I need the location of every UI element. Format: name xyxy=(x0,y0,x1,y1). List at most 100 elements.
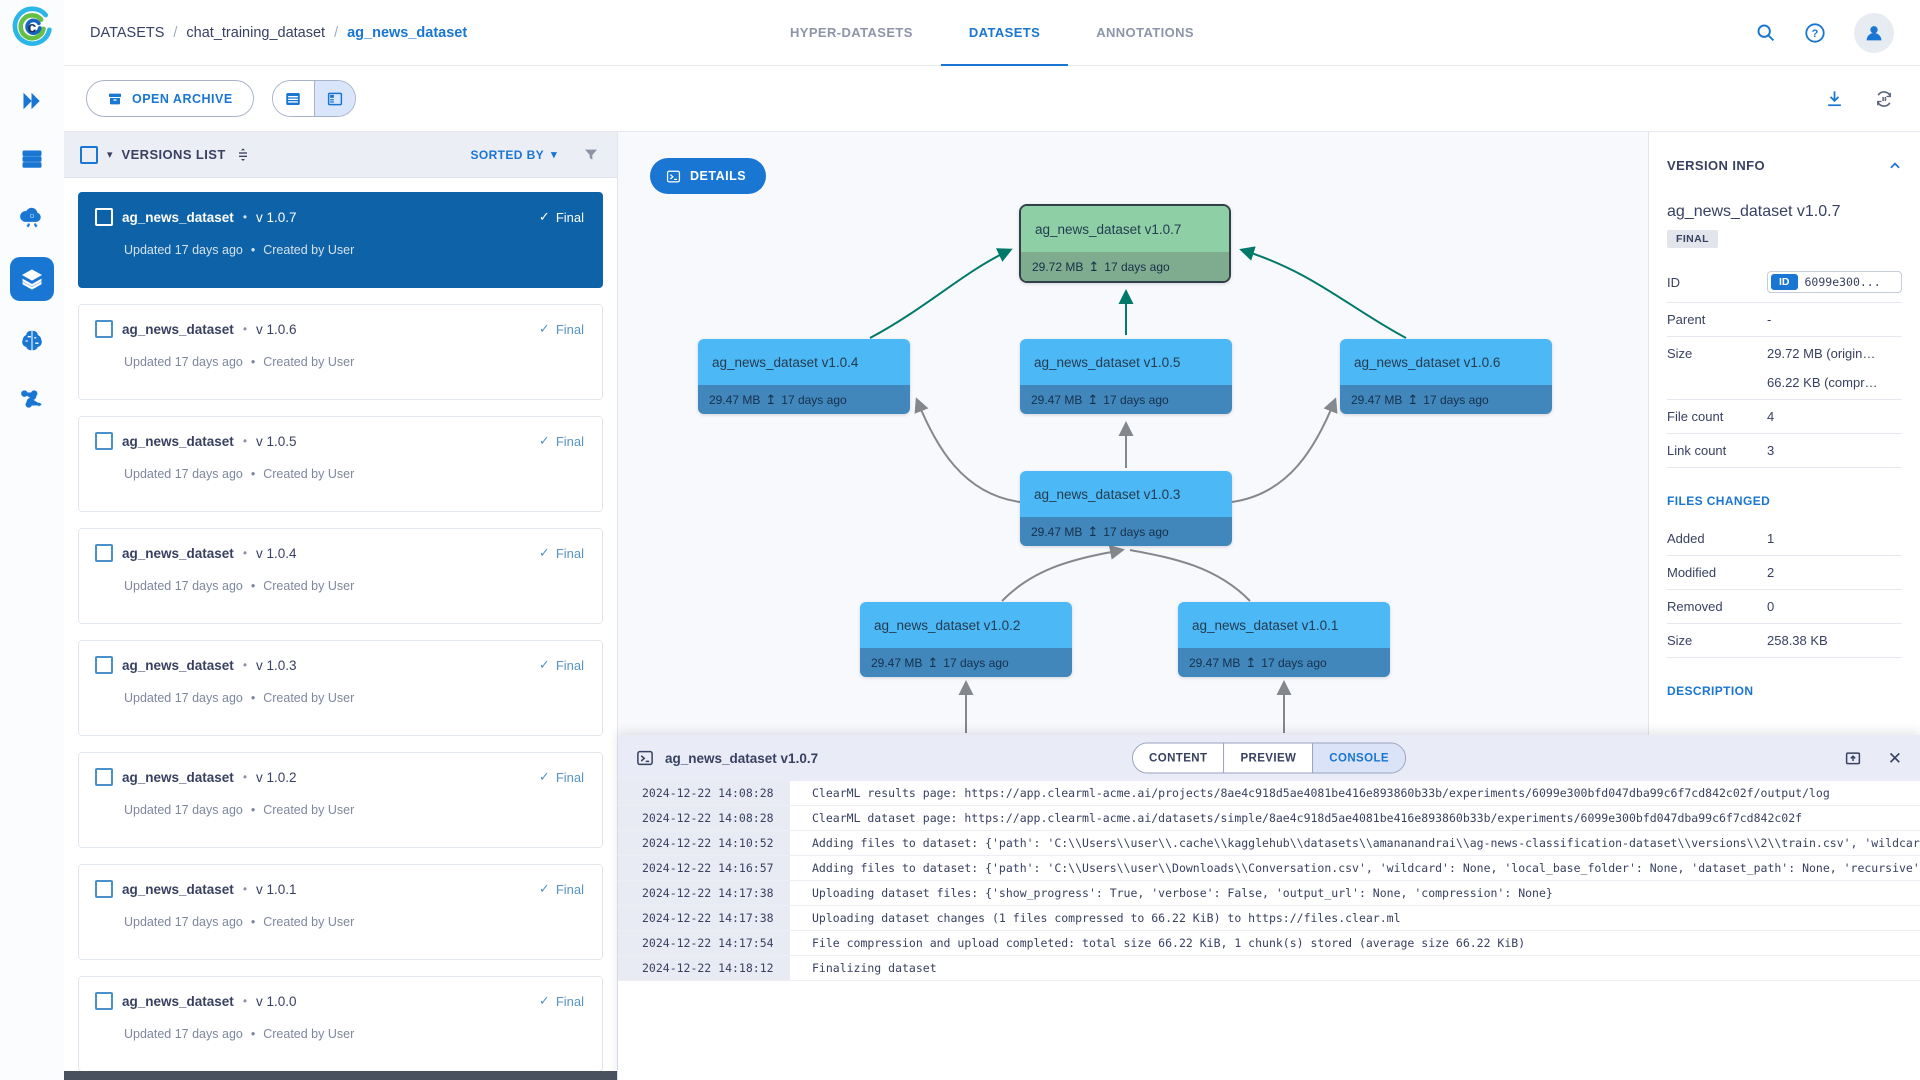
status-badge: ✓Final xyxy=(538,433,584,449)
download-icon[interactable] xyxy=(1825,89,1844,108)
tab-content[interactable]: CONTENT xyxy=(1133,743,1224,773)
models-brain-icon[interactable] xyxy=(10,323,54,359)
graph-node-v1-0-7[interactable]: ag_news_dataset v1.0.7 29.72 MB↥17 days … xyxy=(1019,204,1231,283)
workers-cloud-icon[interactable] xyxy=(10,199,54,235)
graph-node-v1-0-3[interactable]: ag_news_dataset v1.0.3 29.47 MB↥17 days … xyxy=(1020,471,1232,546)
expand-sidebar-icon[interactable] xyxy=(10,83,54,119)
version-list-item[interactable]: ag_news_dataset • v 1.0.1 ✓Final Updated… xyxy=(78,864,603,960)
upload-icon: ↥ xyxy=(765,391,777,407)
version-checkbox[interactable] xyxy=(95,880,113,898)
status-badge: ✓Final xyxy=(538,769,584,785)
graph-node-v1-0-4[interactable]: ag_news_dataset v1.0.4 29.47 MB↥17 days … xyxy=(698,339,910,414)
graph-node-v1-0-5[interactable]: ag_news_dataset v1.0.5 29.47 MB↥17 days … xyxy=(1020,339,1232,414)
breadcrumb-root[interactable]: DATASETS xyxy=(90,24,165,41)
info-row-added: Added 1 xyxy=(1667,522,1902,556)
open-archive-button[interactable]: OPEN ARCHIVE xyxy=(86,80,254,117)
versions-panel: ▾ VERSIONS LIST SORTED BY ▾ ag_news_data… xyxy=(64,132,618,1080)
version-checkbox[interactable] xyxy=(95,320,113,338)
terminal-icon xyxy=(636,749,654,767)
graph-node-v1-0-2[interactable]: ag_news_dataset v1.0.2 29.47 MB↥17 days … xyxy=(860,602,1072,677)
version-list-item[interactable]: ag_news_dataset • v 1.0.4 ✓Final Updated… xyxy=(78,528,603,624)
sorted-by-caret-icon: ▾ xyxy=(551,149,557,161)
version-checkbox[interactable] xyxy=(95,432,113,450)
filter-icon[interactable] xyxy=(583,147,599,163)
id-chip: ID xyxy=(1771,274,1798,290)
select-all-caret-icon[interactable]: ▾ xyxy=(107,149,113,161)
graph-node-v1-0-6[interactable]: ag_news_dataset v1.0.6 29.47 MB↥17 days … xyxy=(1340,339,1552,414)
projects-icon[interactable] xyxy=(10,141,54,177)
datasets-icon[interactable] xyxy=(10,257,54,301)
tab-preview[interactable]: PREVIEW xyxy=(1223,743,1313,773)
detail-view-button[interactable] xyxy=(313,81,355,116)
graph-node-v1-0-1[interactable]: ag_news_dataset v1.0.1 29.47 MB↥17 days … xyxy=(1178,602,1390,677)
close-icon[interactable]: ✕ xyxy=(1887,748,1902,768)
status-badge: ✓Final xyxy=(538,321,584,337)
breadcrumb: DATASETS / chat_training_dataset / ag_ne… xyxy=(90,24,468,41)
graph-edges xyxy=(869,246,1407,733)
version-checkbox[interactable] xyxy=(95,208,113,226)
version-list-item[interactable]: ag_news_dataset • v 1.0.0 ✓Final Updated… xyxy=(78,976,603,1071)
tab-hyper-datasets[interactable]: HYPER-DATASETS xyxy=(789,24,913,40)
sorted-by-dropdown[interactable]: SORTED BY ▾ xyxy=(470,147,557,162)
upload-icon: ↥ xyxy=(1088,258,1100,274)
versions-list-header: ▾ VERSIONS LIST SORTED BY ▾ xyxy=(64,132,617,178)
info-row-size: Size 29.72 MB (origin…66.22 KB (compr… xyxy=(1667,337,1902,400)
tab-annotations[interactable]: ANNOTATIONS xyxy=(1096,24,1195,40)
upload-icon: ↥ xyxy=(1087,523,1099,539)
version-info-title: VERSION INFO xyxy=(1667,158,1765,173)
archive-icon xyxy=(107,91,123,107)
tab-datasets[interactable]: DATASETS xyxy=(940,0,1069,66)
description-title: DESCRIPTION xyxy=(1667,684,1754,698)
terminal-icon xyxy=(666,169,681,184)
console-tabs: CONTENT PREVIEW CONSOLE xyxy=(1132,742,1406,774)
upload-icon: ↥ xyxy=(1407,391,1419,407)
svg-text:?: ? xyxy=(1812,28,1819,40)
console-panel: ag_news_dataset v1.0.7 CONTENT PREVIEW C… xyxy=(618,735,1920,1080)
version-list-item[interactable]: ag_news_dataset • v 1.0.6 ✓Final Updated… xyxy=(78,304,603,400)
svg-text:c: c xyxy=(28,20,37,37)
open-in-window-icon[interactable] xyxy=(1844,749,1862,767)
info-row-changed-size: Size 258.38 KB xyxy=(1667,624,1902,658)
clearml-logo-icon[interactable]: c xyxy=(10,5,54,49)
version-checkbox[interactable] xyxy=(95,992,113,1010)
search-icon[interactable] xyxy=(1755,22,1776,43)
version-checkbox[interactable] xyxy=(95,768,113,786)
version-checkbox[interactable] xyxy=(95,544,113,562)
info-row-parent: Parent - xyxy=(1667,303,1902,337)
auto-refresh-icon[interactable] xyxy=(1874,89,1894,109)
user-avatar[interactable] xyxy=(1854,12,1894,53)
tab-console[interactable]: CONSOLE xyxy=(1312,743,1405,773)
versions-list-title: VERSIONS LIST xyxy=(121,147,226,162)
final-badge: FINAL xyxy=(1667,230,1718,248)
version-list-item[interactable]: ag_news_dataset • v 1.0.3 ✓Final Updated… xyxy=(78,640,603,736)
version-list-item[interactable]: ag_news_dataset • v 1.0.5 ✓Final Updated… xyxy=(78,416,603,512)
version-list-item[interactable]: ag_news_dataset • v 1.0.2 ✓Final Updated… xyxy=(78,752,603,848)
sort-rows-icon[interactable] xyxy=(235,147,251,163)
status-badge: ✓Final xyxy=(538,881,584,897)
details-button[interactable]: DETAILS xyxy=(650,158,767,194)
status-badge: ✓Final xyxy=(538,209,584,225)
version-checkbox[interactable] xyxy=(95,656,113,674)
breadcrumb-project[interactable]: chat_training_dataset xyxy=(186,24,326,41)
select-all-checkbox[interactable] xyxy=(80,145,98,164)
top-header: DATASETS / chat_training_dataset / ag_ne… xyxy=(64,0,1920,66)
upload-icon: ↥ xyxy=(1245,654,1257,670)
upload-icon: ↥ xyxy=(1087,391,1099,407)
app-sidebar: c xyxy=(0,0,64,1080)
version-list-item[interactable]: ag_news_dataset • v 1.0.7 ✓Final Updated… xyxy=(78,192,603,288)
breadcrumb-dataset[interactable]: ag_news_dataset xyxy=(347,24,468,41)
help-icon[interactable]: ? xyxy=(1804,22,1826,44)
pipelines-icon[interactable] xyxy=(10,381,54,417)
horizontal-scrollbar[interactable] xyxy=(64,1071,617,1080)
table-view-button[interactable] xyxy=(272,81,314,116)
collapse-chevron-up-icon[interactable] xyxy=(1888,159,1902,173)
status-badge: ✓Final xyxy=(538,657,584,673)
